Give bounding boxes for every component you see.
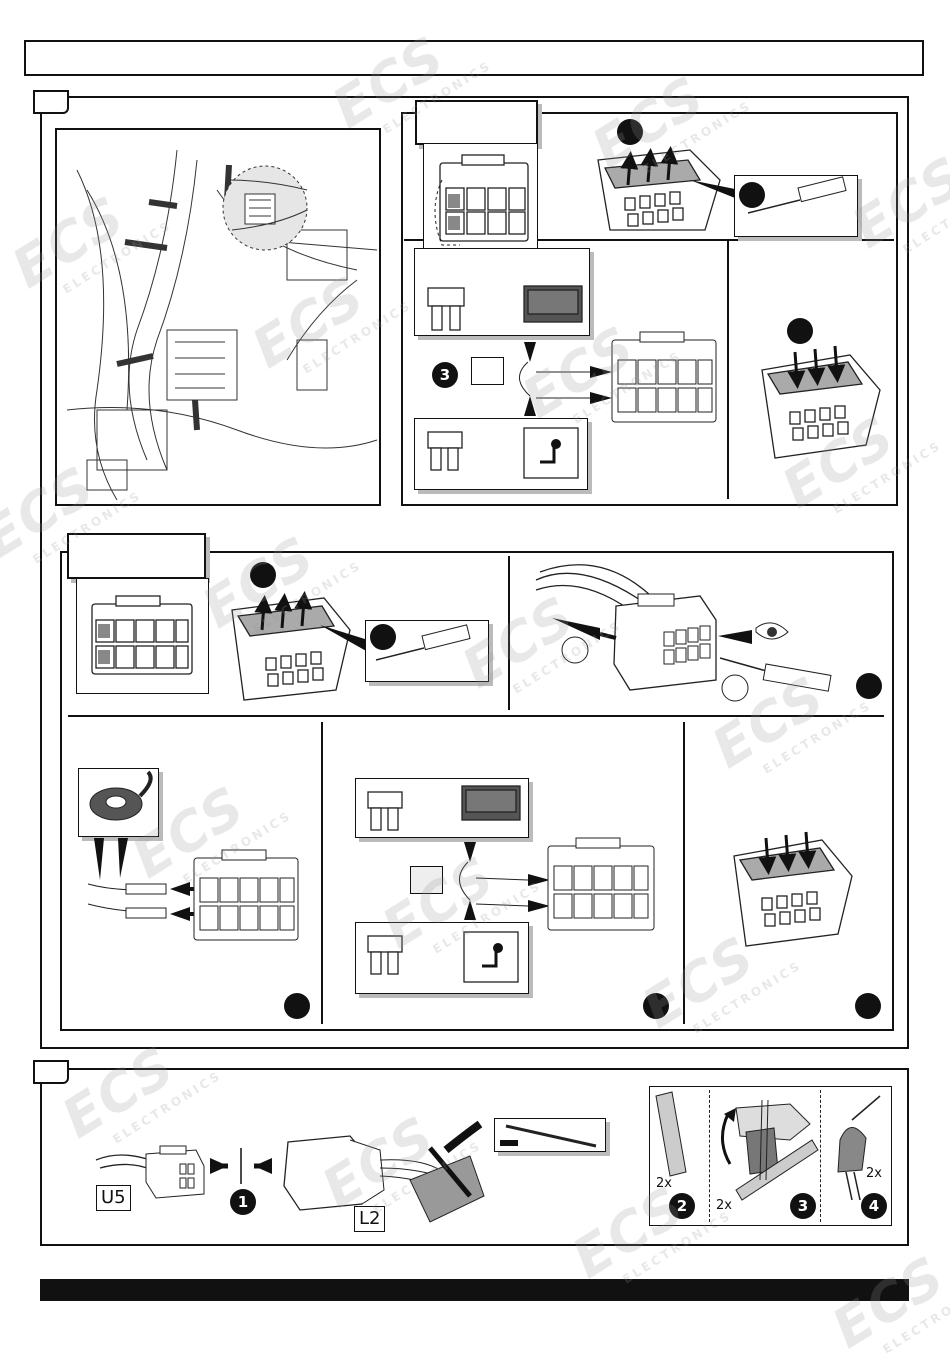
step-marker-b4: 4: [861, 1193, 887, 1219]
dotted-divider-1: [709, 1090, 710, 1222]
switch-box-lower: [355, 922, 529, 994]
panel-divider-vertical: [727, 241, 729, 499]
lower-divider-horizontal: [68, 715, 884, 717]
count-label-sleeve: 2x: [866, 1166, 882, 1181]
panel-divider-horizontal: [404, 239, 894, 241]
step-marker-5: [250, 562, 276, 588]
connector-tag-u5: U5: [96, 1185, 131, 1211]
step-marker-b2: 2: [669, 1193, 695, 1219]
count-label-tape: 2x: [656, 1176, 672, 1191]
connector-face-view-lower: [76, 578, 209, 694]
step-marker-8: [284, 993, 310, 1019]
module-box-lower: [355, 778, 529, 838]
step-marker-9: [643, 993, 669, 1019]
connector-label-box: [415, 100, 538, 145]
empty-label-box-lower: [410, 866, 443, 894]
step-marker-1: [617, 119, 643, 145]
connector-tag-l2: L2: [354, 1206, 386, 1232]
module-box-upper: [414, 248, 590, 336]
tape-box: [78, 768, 159, 837]
section-b-tab: [33, 1060, 69, 1084]
step-marker-b1: 1: [230, 1189, 256, 1215]
vehicle-wiring-illustration: [66, 149, 378, 501]
step-marker-b3: 3: [790, 1193, 816, 1219]
step-marker-3: 3: [432, 362, 458, 388]
step-marker-7: [856, 673, 882, 699]
vehicle-photo-panel: [55, 128, 381, 506]
count-label-tie: 2x: [716, 1198, 732, 1213]
step-marker-2: [739, 182, 765, 208]
lower-divider-vertical-2: [321, 722, 323, 1024]
step-marker-4: [787, 318, 813, 344]
dotted-divider-2: [820, 1090, 821, 1222]
step-marker-6: [370, 624, 396, 650]
header-bar: [24, 40, 924, 76]
lower-divider-vertical-3: [683, 722, 685, 1024]
connector-face-view: [423, 143, 538, 255]
step-marker-10: [855, 993, 881, 1019]
empty-label-box-upper: [471, 357, 504, 385]
cable-tie-box: [494, 1118, 606, 1152]
lower-divider-vertical-1: [508, 556, 510, 710]
footer-bar: [40, 1279, 909, 1301]
switch-box-upper: [414, 418, 588, 490]
section-a-tab: [33, 90, 69, 114]
connector-label-box-lower: [67, 533, 206, 579]
